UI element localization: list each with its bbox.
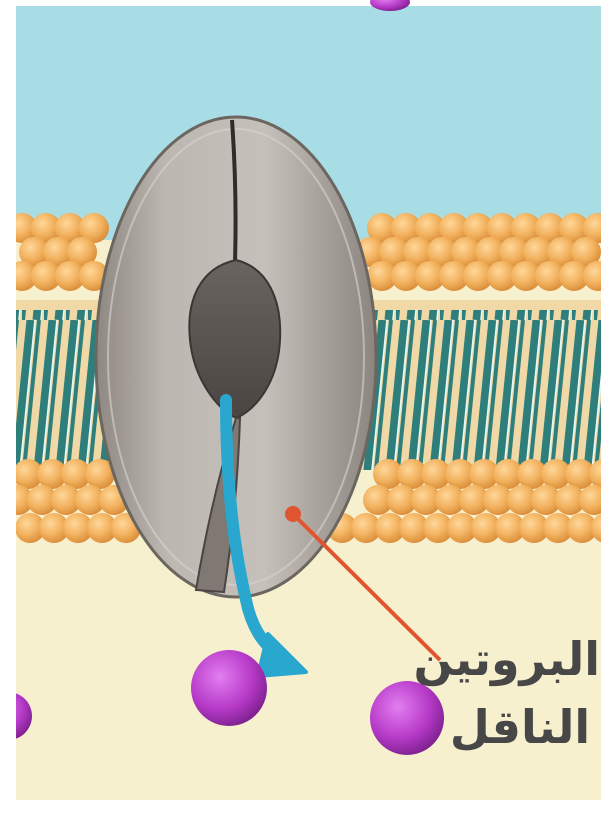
carrier-protein-label-line2: الناقل <box>440 700 600 754</box>
carrier-protein-label-line1: البروتين <box>440 632 600 686</box>
left-border <box>0 0 16 814</box>
molecule-1 <box>191 650 267 726</box>
molecule-2 <box>370 681 444 755</box>
bottom-border <box>0 800 601 814</box>
